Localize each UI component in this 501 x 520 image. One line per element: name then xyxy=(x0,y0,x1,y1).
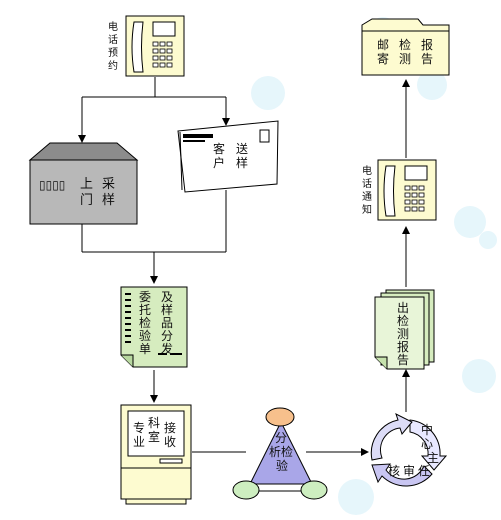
client-delivery-label-col1: 客 户 xyxy=(213,141,229,170)
phone-booking-node: 电 话 预 约 xyxy=(108,15,185,77)
mail-report-label-col1: 邮 寄 xyxy=(377,38,393,66)
lab-receive-label-col3: 接 收 xyxy=(164,420,180,449)
onsite-sampling-node: ▯▯▯▯ 上 门 采 样 xyxy=(28,142,139,225)
onsite-sampling-label-col2: 采 样 xyxy=(102,177,119,208)
center-review-node: 中 心 主 任 核 审 xyxy=(370,413,448,487)
stacked-documents-icon xyxy=(374,289,435,370)
lab-receive-node: 专 业 科 室 接 收 xyxy=(120,404,192,505)
phone-notify-node: 电 话 通 知 xyxy=(362,159,437,221)
telephone-icon xyxy=(377,159,437,221)
commission-node: 委 托 检 验 单 及 样 品 分 发 xyxy=(120,286,188,368)
center-review-label-row: 核 审 xyxy=(388,463,415,478)
commission-label-col2: 及 样 品 分 发 xyxy=(161,290,177,356)
lab-receive-label-col1: 专 业 xyxy=(133,420,149,449)
triangle-process-icon xyxy=(232,407,328,500)
mail-report-label-col3: 报 告 xyxy=(421,37,437,66)
lab-receive-label-col2: 科 室 xyxy=(148,416,164,444)
cycle-arrows-icon xyxy=(370,413,448,487)
commission-label-col1: 委 托 检 验 单 xyxy=(139,290,155,356)
onsite-sampling-dots: ▯▯▯▯ xyxy=(39,178,65,192)
phone-booking-label: 电 话 预 约 xyxy=(108,20,121,72)
analysis-label: 分 析检 验 xyxy=(269,431,297,473)
mail-report-label-col2: 检 测 xyxy=(399,37,415,66)
computer-icon xyxy=(120,404,192,505)
analysis-node: 分 析检 验 xyxy=(232,407,328,500)
background-bubbles xyxy=(251,17,497,515)
center-review-label-col: 中 心 主 任 xyxy=(418,422,443,478)
folder-icon xyxy=(361,18,450,76)
document-icon xyxy=(120,286,188,368)
mail-report-node: 邮 寄 检 测 报 告 xyxy=(361,18,450,76)
onsite-sampling-label-col1: 上 门 xyxy=(80,177,97,208)
client-delivery-node: 客 户 送 样 xyxy=(177,120,279,193)
phone-notify-label: 电 话 通 知 xyxy=(362,164,375,216)
issue-report-node: 出 检 测 报 告 xyxy=(374,289,435,370)
issue-report-label: 出 检 测 报 告 xyxy=(397,301,413,367)
mailbox-icon xyxy=(28,142,139,225)
client-delivery-label-col2: 送 样 xyxy=(236,141,252,170)
telephone-icon xyxy=(125,15,185,77)
envelope-icon xyxy=(177,120,279,193)
connectors xyxy=(78,77,410,456)
